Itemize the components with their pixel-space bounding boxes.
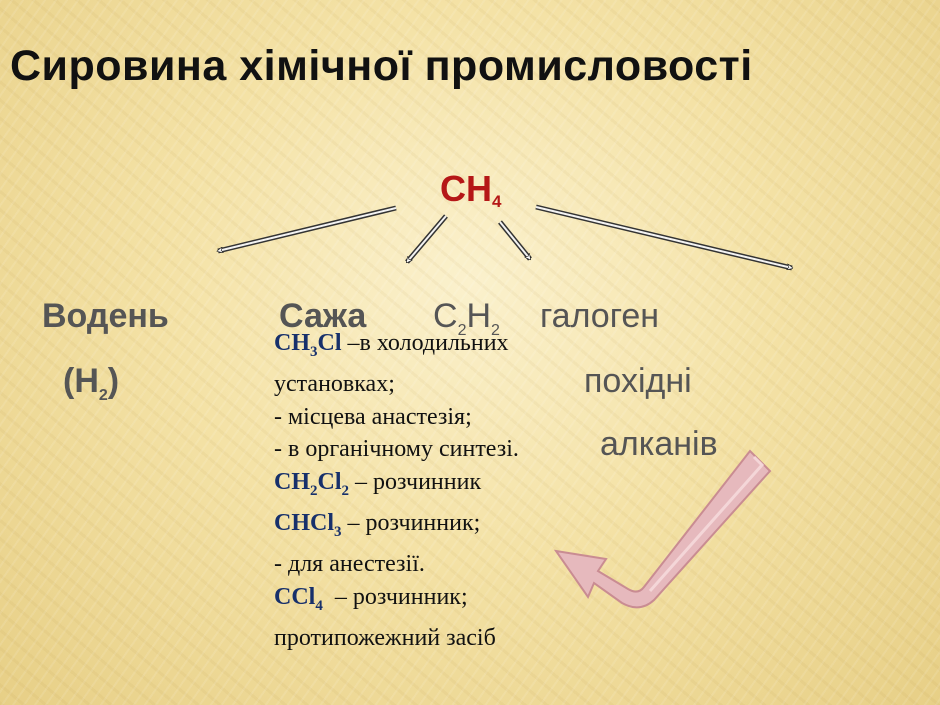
- desc-line-4: - в органічному синтезі.: [274, 436, 519, 463]
- methane-base: CH: [440, 168, 492, 209]
- formula-chcl3: CHCl3: [274, 510, 342, 540]
- slide-title: Сировина хімічної промисловості: [10, 42, 753, 90]
- desc-line-9: протипожежний засіб: [274, 625, 496, 652]
- methane-subscript: 4: [492, 192, 502, 211]
- formula-ch3cl: CH3Cl: [274, 330, 342, 360]
- chloromethanes-description: CH3Cl –в холодильних установках; - місце…: [274, 327, 614, 655]
- halogen-derivatives-label: похідні: [584, 362, 692, 400]
- desc-line-ch2cl2: CH2Cl2 – розчинник: [274, 468, 482, 499]
- curved-return-arrow: [553, 449, 772, 609]
- desc-line-2: установках;: [274, 371, 395, 398]
- desc-line-3: - місцева анастезія;: [274, 403, 472, 430]
- arrow-to-hydrogen: [218, 205, 397, 251]
- desc-line-ch3cl: CH3Cl –в холодильних: [274, 330, 509, 360]
- arrow-to-halogen: [535, 204, 792, 268]
- alkanes-label: алканів: [600, 425, 718, 463]
- halogen-label: галоген: [540, 297, 660, 335]
- formula-ccl4: CCl4: [274, 583, 323, 614]
- methane-formula: CH4: [440, 168, 502, 211]
- desc-line-chcl3: CHCl3 – розчинник;: [274, 510, 481, 540]
- arrow-to-soot: [405, 214, 448, 264]
- desc-line-7: - для анестезії.: [274, 551, 425, 578]
- hydrogen-formula: (H2): [63, 362, 120, 404]
- soot-label: Сажа: [279, 297, 367, 335]
- desc-line-ccl4: CCl4 – розчинник;: [274, 583, 468, 614]
- arrow-to-acetylene: [498, 220, 532, 261]
- acetylene-formula: C2H2: [433, 297, 500, 339]
- hydrogen-label: Водень: [42, 297, 169, 335]
- formula-ch2cl2: CH2Cl2: [274, 468, 349, 499]
